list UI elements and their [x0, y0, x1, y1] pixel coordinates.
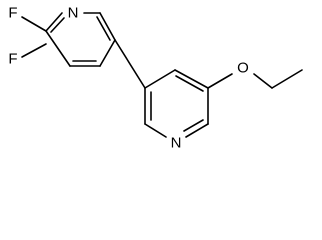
bond-c6-c5 — [99, 12, 116, 41]
bond-biaryl — [114, 39, 146, 89]
molecule-drawing: N F F O N — [8, 5, 303, 152]
atom-nitrogen-top: N — [68, 5, 79, 22]
bond-ch2-ch3 — [271, 69, 303, 89]
atom-fluorine-lower: F — [8, 51, 17, 68]
ethoxypyridine-ring — [144, 69, 303, 138]
bond-r2-r3-double — [175, 75, 204, 92]
chemical-structure-diagram: N F F O N — [8, 5, 303, 152]
bond-c3-c2 — [45, 30, 71, 67]
bond-r4-n — [185, 123, 209, 138]
bond-r1-r2 — [144, 69, 176, 89]
difluoropyridine-ring — [21, 12, 116, 67]
bond-r4-n-double — [183, 119, 204, 132]
bond-c5-c4 — [99, 39, 116, 67]
bond-c2-n1-double — [50, 17, 65, 33]
bond-c2-n1 — [45, 12, 63, 32]
bond-o-ch2 — [253, 73, 273, 89]
atom-nitrogen-bottom: N — [171, 135, 182, 152]
bond-c6-c5-double — [96, 16, 111, 41]
bond-c2-f — [21, 16, 47, 32]
bond-r3-o — [207, 73, 233, 89]
atom-oxygen-ether: O — [237, 60, 249, 77]
bond-r2-r3 — [174, 69, 209, 89]
atom-fluorine-upper: F — [8, 5, 17, 22]
bond-c3-f — [21, 43, 47, 58]
bond-n-r6 — [144, 123, 167, 138]
